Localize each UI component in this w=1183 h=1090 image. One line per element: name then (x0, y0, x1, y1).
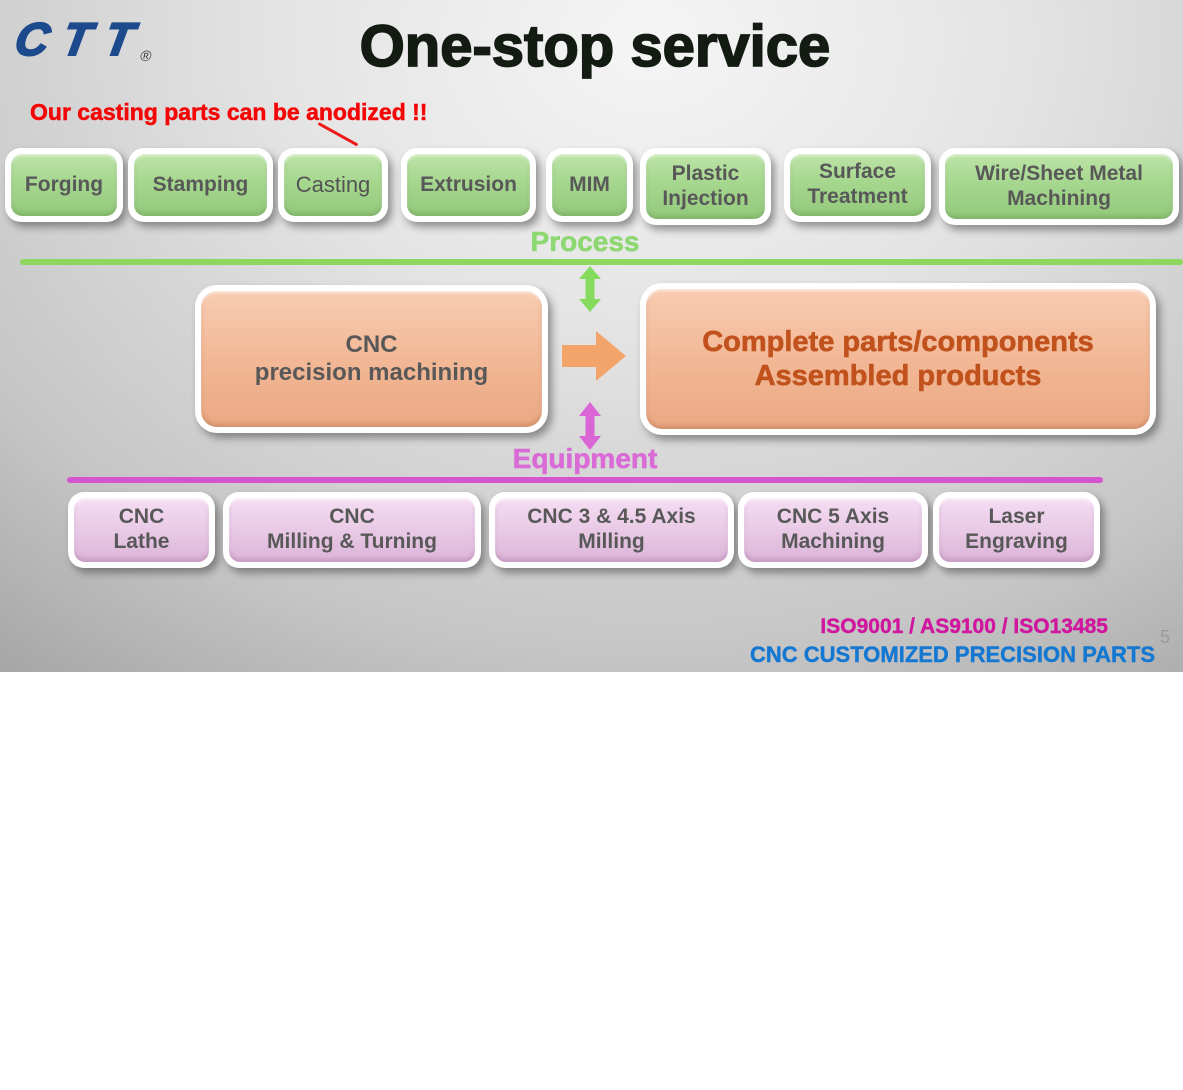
casting-annotation: Our casting parts can be anodized !! (30, 99, 428, 126)
logo-text: CTT (10, 12, 153, 66)
equipment-box-label: CNC 3 & 4.5 Axis Milling (527, 505, 696, 553)
equipment-divider-line (67, 477, 1103, 483)
process-box-inner: MIM (552, 154, 627, 216)
equipment-box-3-45-axis: CNC 3 & 4.5 Axis Milling (489, 492, 734, 568)
certifications-text: ISO9001 / AS9100 / ISO13485 (820, 615, 1108, 638)
complete-parts-box-inner: Complete parts/components Assembled prod… (646, 289, 1150, 429)
tagline-text: CNC CUSTOMIZED PRECISION PARTS (750, 642, 1155, 667)
process-box-inner: Casting (284, 154, 382, 216)
process-box-inner: Plastic Injection (646, 154, 765, 219)
equipment-box-inner: Laser Engraving (939, 498, 1094, 562)
process-box-label: Forging (24, 172, 104, 196)
equipment-box-5-axis: CNC 5 Axis Machining (738, 492, 928, 568)
equipment-box-inner: CNC Lathe (74, 498, 209, 562)
equipment-box-laser-engraving: Laser Engraving (933, 492, 1100, 568)
process-box-label: Surface Treatment (807, 160, 908, 208)
equipment-box-inner: CNC Milling & Turning (229, 498, 475, 562)
process-box-inner: Forging (11, 154, 117, 216)
complete-parts-box: Complete parts/components Assembled prod… (640, 283, 1156, 435)
process-box-label: MIM (569, 172, 610, 196)
process-box-label: Extrusion (420, 172, 517, 196)
equipment-box-label: CNC 5 Axis Machining (776, 505, 890, 553)
process-box-casting: Casting (278, 148, 388, 222)
equipment-box-label: CNC Lathe (113, 505, 170, 553)
process-box-mim: MIM (546, 148, 633, 222)
company-logo: CTT® (10, 12, 163, 66)
slide-canvas: CTT® One-stop service Our casting parts … (0, 0, 1183, 672)
process-box-stamping: Stamping (128, 148, 273, 222)
flow-right-arrow-icon (562, 331, 626, 381)
process-box-inner: Extrusion (407, 154, 530, 216)
complete-parts-label: Complete parts/components Assembled prod… (702, 325, 1094, 392)
process-box-plastic-injection: Plastic Injection (640, 148, 771, 225)
equipment-box-label: CNC Milling & Turning (267, 505, 437, 553)
cnc-machining-box-inner: CNC precision machining (201, 291, 542, 427)
equipment-section-label: Equipment (512, 443, 658, 475)
cnc-machining-label: CNC precision machining (254, 330, 489, 386)
process-box-surface-treatment: Surface Treatment (784, 148, 931, 222)
process-box-inner: Wire/Sheet Metal Machining (945, 154, 1173, 219)
equipment-box-inner: CNC 5 Axis Machining (744, 498, 922, 562)
equipment-box-inner: CNC 3 & 4.5 Axis Milling (495, 498, 728, 562)
process-section-label: Process (530, 226, 640, 258)
slide-title: One-stop service (359, 13, 831, 80)
process-divider-line (20, 259, 1183, 265)
process-box-inner: Stamping (134, 154, 267, 216)
equipment-box-label: Laser Engraving (965, 505, 1068, 553)
process-box-label: Wire/Sheet Metal Machining (975, 161, 1143, 210)
process-box-forging: Forging (5, 148, 123, 222)
process-box-label: Stamping (152, 172, 249, 196)
process-box-label: Casting (295, 172, 371, 198)
page-number: 5 (1160, 627, 1171, 647)
process-box-inner: Surface Treatment (790, 154, 925, 216)
cnc-machining-box: CNC precision machining (195, 285, 548, 433)
equipment-double-arrow-icon (579, 402, 601, 450)
process-box-wire-sheet-metal: Wire/Sheet Metal Machining (939, 148, 1179, 225)
process-box-extrusion: Extrusion (401, 148, 536, 222)
equipment-box-cnc-lathe: CNC Lathe (68, 492, 215, 568)
process-box-label: Plastic Injection (662, 161, 749, 210)
process-double-arrow-icon (579, 266, 601, 312)
equipment-box-milling-turning: CNC Milling & Turning (223, 492, 481, 568)
registered-trademark-icon: ® (138, 48, 153, 65)
